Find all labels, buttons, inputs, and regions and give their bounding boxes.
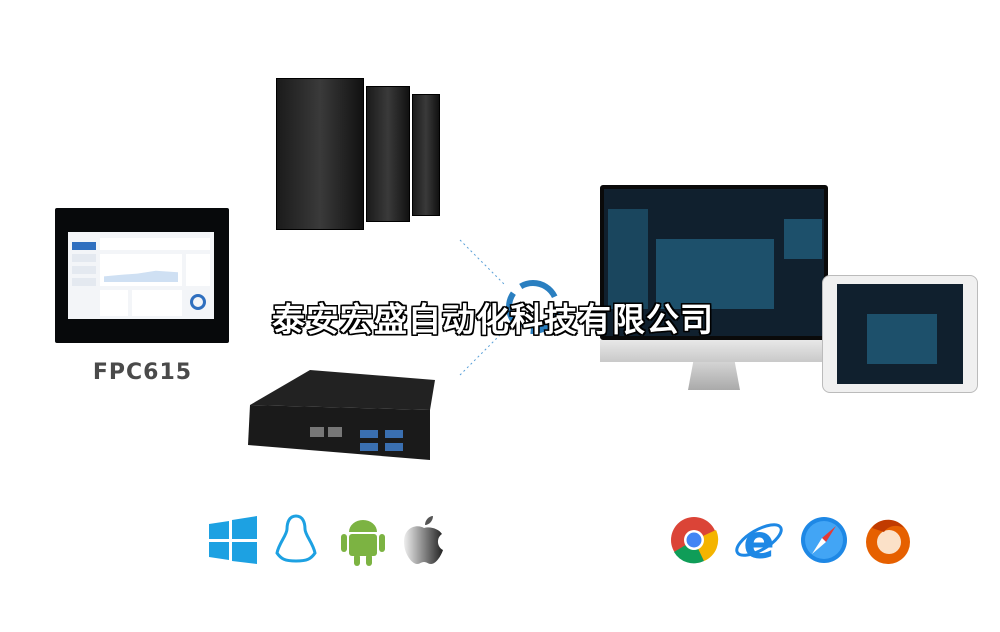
ie-icon: e — [735, 515, 783, 568]
company-watermark: 泰安宏盛自动化科技有限公司 — [272, 300, 714, 339]
tablet-dashboard — [822, 275, 978, 393]
monitor-chin — [600, 340, 828, 362]
firefox-icon — [866, 519, 910, 564]
network-connector — [459, 239, 560, 376]
server-rack — [366, 86, 410, 222]
panel-screen — [68, 232, 214, 319]
industrial-mini-pc — [248, 370, 435, 460]
svg-text:e: e — [743, 515, 774, 568]
fpc615-panel-pc — [55, 208, 229, 343]
server-rack — [412, 94, 440, 216]
android-icon — [341, 520, 385, 566]
chrome-icon — [671, 517, 719, 564]
monitor-stand — [688, 362, 740, 390]
desktop-monitor-dashboard — [600, 185, 828, 340]
linux-icon — [275, 514, 317, 563]
device-label: FPC615 — [92, 360, 193, 385]
windows-icon — [209, 516, 257, 564]
server-rack — [276, 78, 364, 230]
safari-icon — [801, 517, 847, 563]
apple-icon — [404, 516, 443, 564]
